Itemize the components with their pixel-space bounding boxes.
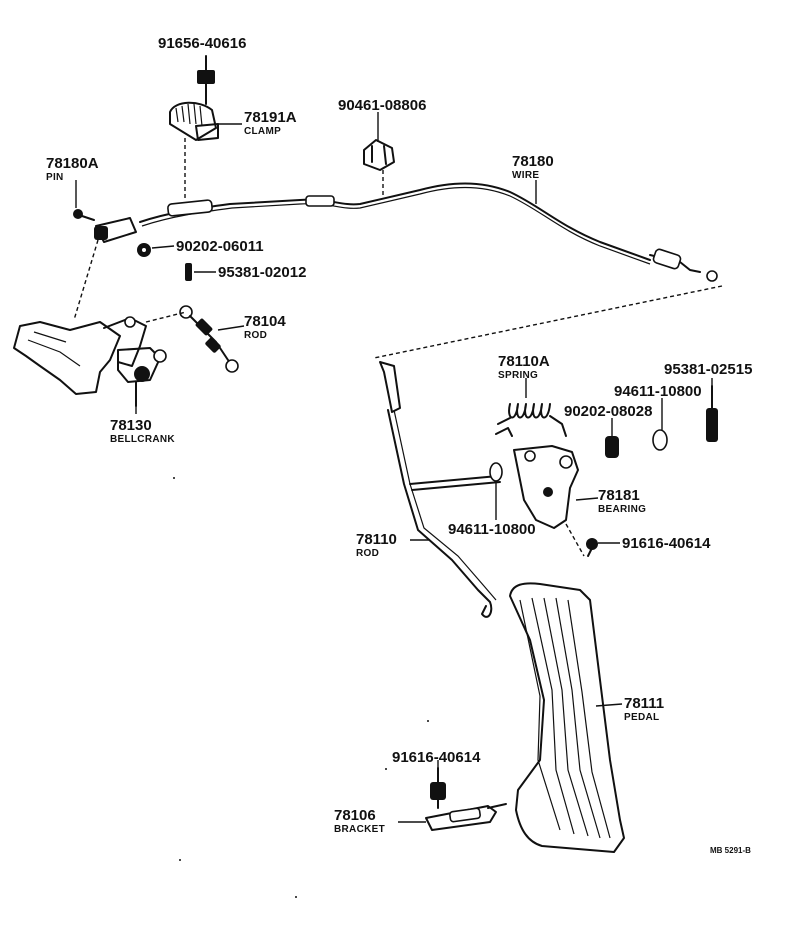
label-91616-40614-bracket: 91616-40614 xyxy=(392,749,481,766)
figure-reference: MB 5291-B xyxy=(710,846,751,855)
wire-78180 xyxy=(139,182,718,282)
bolt-91616-40614-bearing xyxy=(586,538,598,557)
screw-95381-02012 xyxy=(185,263,192,281)
bolt-91616-40614-bracket xyxy=(430,767,446,809)
label-95381-02515: 95381-02515 xyxy=(664,361,752,378)
label-78111-name: PEDAL xyxy=(624,712,659,723)
label-78111: 78111 xyxy=(624,695,664,712)
nut-90202-08028 xyxy=(605,436,619,458)
label-78180: 78180 xyxy=(512,153,554,170)
nut-90202-06011 xyxy=(137,243,151,257)
label-78191a: 78191A xyxy=(244,109,297,126)
screw-95381-02515 xyxy=(706,385,718,442)
label-78104: 78104 xyxy=(244,313,286,330)
label-95381-02012: 95381-02012 xyxy=(218,264,306,281)
label-78104-name: ROD xyxy=(244,330,267,341)
spring-78110a xyxy=(495,403,567,437)
clip-90461-08806 xyxy=(363,139,395,196)
leader-lines xyxy=(75,112,713,823)
label-78180-name: WIRE xyxy=(512,170,539,181)
part-labels: 91656-40616 78191A CLAMP 90461-08806 781… xyxy=(46,35,752,855)
label-78130: 78130 xyxy=(110,417,152,434)
label-78181: 78181 xyxy=(598,487,640,504)
bearing-78181 xyxy=(513,445,585,557)
label-91656-40616: 91656-40616 xyxy=(158,35,246,52)
label-78180a: 78180A xyxy=(46,155,99,172)
pedal-78111 xyxy=(509,582,625,853)
rod-78110 xyxy=(379,361,501,618)
label-78110a-name: SPRING xyxy=(498,370,538,381)
clamp-78191a xyxy=(169,101,219,200)
label-90461-08806: 90461-08806 xyxy=(338,97,426,114)
washer-94611-10800-rod xyxy=(489,462,503,482)
label-90202-08028: 90202-08028 xyxy=(564,403,652,420)
cable-to-rod-connector-line xyxy=(373,285,723,359)
label-78106-name: BRACKET xyxy=(334,824,385,835)
washer-94611-10800-right xyxy=(652,429,668,451)
bolt-91656-40616 xyxy=(197,55,215,105)
label-78106: 78106 xyxy=(334,807,376,824)
label-91616-40614-bearing: 91616-40614 xyxy=(622,535,711,552)
label-78181-name: BEARING xyxy=(598,504,646,515)
label-78130-name: BELLCRANK xyxy=(110,434,175,445)
scan-specks xyxy=(173,477,429,898)
label-94611-10800-right: 94611-10800 xyxy=(614,383,702,400)
label-90202-06011: 90202-06011 xyxy=(176,238,264,255)
label-78191a-name: CLAMP xyxy=(244,126,281,137)
bellcrank-78130 xyxy=(13,311,187,407)
label-78180a-name: PIN xyxy=(46,172,64,183)
pin-78180a xyxy=(73,209,137,321)
label-78110a: 78110A xyxy=(498,353,550,370)
label-78110: 78110 xyxy=(356,531,397,548)
bracket-78106 xyxy=(425,803,507,831)
rod-78104 xyxy=(179,305,239,373)
label-94611-10800-rod: 94611-10800 xyxy=(448,521,536,538)
label-78110-name: ROD xyxy=(356,548,379,559)
